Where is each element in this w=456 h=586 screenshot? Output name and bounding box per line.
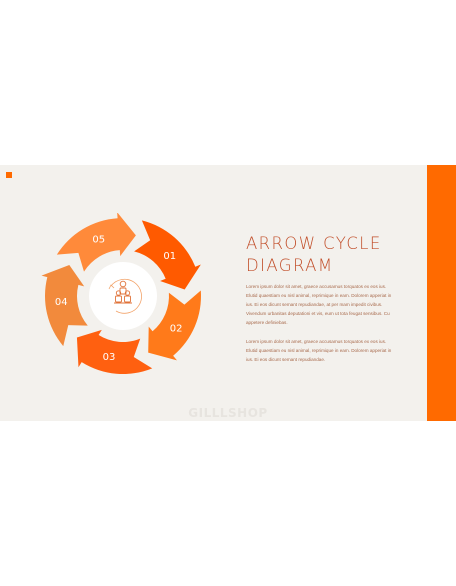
arrow-segment-02: [148, 290, 201, 361]
body-paragraph-1: Lorem ipsum dolor sit amet, graece accus…: [246, 284, 392, 325]
step-label-05: 05: [92, 234, 105, 245]
slide: 01 02 03 04 05 ARROW CYCLE DIAGRAM Lorem ips…: [0, 165, 456, 421]
right-accent-bar: [427, 165, 456, 421]
title-line-1: ARROW CYCLE: [246, 234, 382, 253]
step-label-03: 03: [103, 352, 116, 363]
center-circle: [89, 262, 157, 330]
corner-accent-square: [6, 172, 12, 178]
step-label-04: 04: [55, 297, 68, 308]
step-label-02: 02: [170, 323, 183, 334]
step-label-01: 01: [163, 251, 176, 262]
arrow-cycle-diagram: 01 02 03 04 05: [40, 213, 206, 379]
title-line-2: DIAGRAM: [246, 256, 334, 275]
body-paragraph-2: Lorem ipsum dolor sit amet, graece accus…: [246, 339, 392, 362]
people-group-icon: [114, 280, 132, 304]
arrow-segment-03: [76, 329, 153, 374]
arrow-segment-04: [41, 265, 88, 347]
arrow-segment-01: [134, 220, 201, 290]
slide-title: ARROW CYCLE DIAGRAM: [246, 233, 416, 277]
arrow-segment-05: [56, 213, 136, 272]
watermark: GILLLSHOP: [188, 406, 268, 420]
circular-arrow-icon: [110, 278, 142, 314]
